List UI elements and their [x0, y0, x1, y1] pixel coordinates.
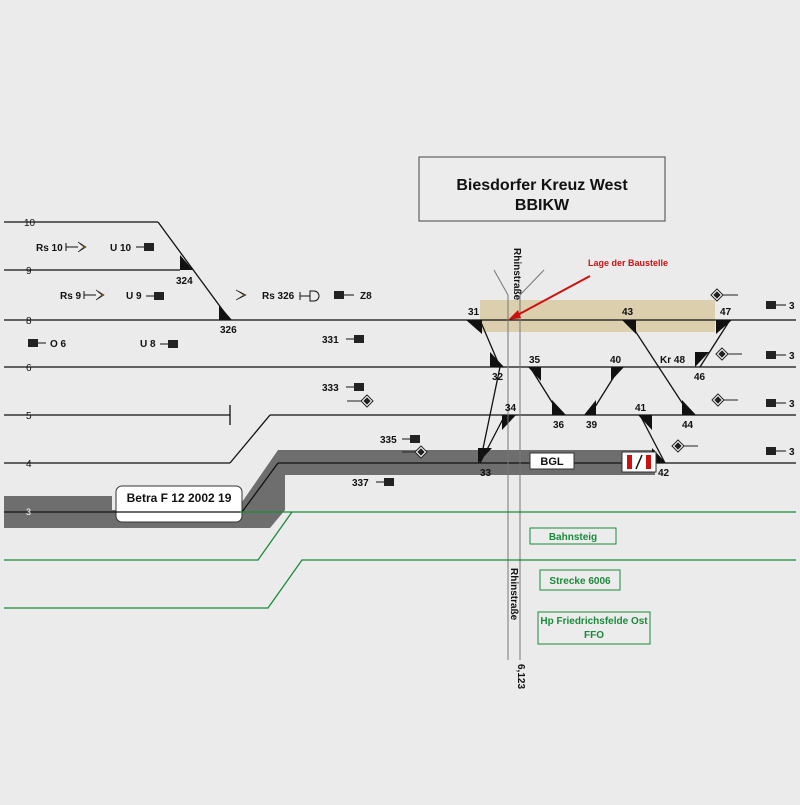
- diamond-44-icon: [711, 393, 738, 407]
- track-block-icon: [621, 451, 657, 473]
- switch-label-40: 40: [610, 355, 622, 366]
- switch-label-39: 39: [586, 420, 598, 431]
- signal-label-u9: U 9: [126, 291, 142, 302]
- strecke-box: Strecke 6006: [539, 569, 621, 591]
- track-label-6: 6: [26, 363, 32, 374]
- hp-label-line2: FFO: [584, 630, 604, 641]
- crossover-43-44: [627, 319, 691, 416]
- signal-label-u8: U 8: [140, 339, 156, 350]
- diamond-47-icon: [710, 288, 738, 302]
- hp-label-line1: Hp Friedrichsfelde Ost: [540, 616, 648, 627]
- betra-label: Betra F 12 2002 19: [127, 491, 232, 505]
- track-label-10: 10: [24, 218, 36, 229]
- s331-signal-icon: [346, 335, 364, 343]
- switch-label-44: 44: [682, 420, 694, 431]
- rs326-signal-icon: [235, 289, 247, 301]
- signal-label-rs10: Rs 10: [36, 243, 63, 254]
- s335-signal-icon: [402, 435, 420, 443]
- rs10-signal-icon: [65, 241, 87, 253]
- switch-label-43: 43: [622, 307, 634, 318]
- bgl-box: BGL: [529, 452, 575, 470]
- track-label-9: 9: [26, 266, 32, 277]
- track-label-8: 8: [26, 316, 32, 327]
- switch-label-33: 33: [480, 468, 492, 479]
- right-signal-2-icon: [766, 351, 786, 359]
- s337-signal-icon: [376, 478, 394, 486]
- signal-label-333: 333: [322, 383, 339, 394]
- rs326-end-icon: [299, 290, 320, 302]
- street-lines: [493, 269, 545, 660]
- diamond-335-icon: [402, 445, 428, 459]
- title-box: Biesdorfer Kreuz West BBIKW: [418, 156, 666, 222]
- diamond-46-icon: [715, 347, 742, 361]
- right-signal-3-icon: [766, 399, 786, 407]
- signal-label-rs9: Rs 9: [60, 291, 82, 302]
- construction-label: Lage der Baustelle: [588, 258, 668, 268]
- switch-label-324: 324: [176, 276, 193, 287]
- rs9-signal-icon: [83, 289, 105, 301]
- switch-label-41: 41: [635, 403, 647, 414]
- diamond-333-icon: [347, 394, 374, 408]
- track-label-5: 5: [26, 411, 32, 422]
- track-5-connector: [229, 414, 271, 464]
- track-4-area: [240, 450, 655, 528]
- bgl-label: BGL: [540, 456, 564, 468]
- track-10-connector: [157, 221, 231, 321]
- bahnsteig-label: Bahnsteig: [549, 532, 597, 543]
- crossover-47-46: [699, 319, 731, 368]
- switch-label-46: 46: [694, 372, 706, 383]
- bahnsteig-box: Bahnsteig: [529, 527, 617, 545]
- switch-label-31: 31: [468, 307, 480, 318]
- track-label-4: 4: [26, 459, 32, 470]
- signal-boxes: [28, 243, 786, 486]
- switch-label-326: 326: [220, 325, 237, 336]
- u9-signal-icon: [146, 292, 164, 300]
- title-line1: Biesdorfer Kreuz West: [456, 177, 628, 194]
- signal-label-337: 337: [352, 478, 369, 489]
- signal-label-335: 335: [380, 435, 397, 446]
- diamond-signals: [347, 288, 742, 459]
- switch-label-32: 32: [492, 372, 504, 383]
- title-line2: BBIKW: [515, 197, 570, 214]
- km-label: 6,123: [515, 664, 526, 689]
- u8-signal-icon: [160, 340, 178, 348]
- right-edge-label-2: 3: [789, 351, 795, 362]
- street-label-bottom: Rhinstraße: [508, 568, 519, 621]
- crossover-41-42: [639, 414, 666, 464]
- strecke-label: Strecke 6006: [549, 576, 611, 587]
- switch-label-42: 42: [658, 468, 670, 479]
- switch-label-34: 34: [505, 403, 517, 414]
- crossover-32-33: [479, 366, 501, 464]
- signal-label-o6: O 6: [50, 339, 67, 350]
- switch-label-35: 35: [529, 355, 541, 366]
- track-label-3: 3: [26, 507, 31, 517]
- s333-signal-icon: [346, 383, 364, 391]
- hp-box: Hp Friedrichsfelde Ost FFO: [537, 611, 651, 645]
- green-lines: [4, 511, 796, 609]
- street-label-top: Rhinstraße: [511, 248, 522, 301]
- switch-triangles: [180, 255, 732, 463]
- switch-label-kr48: Kr 48: [660, 355, 685, 366]
- betra-box: Betra F 12 2002 19: [115, 485, 243, 523]
- track-4-connector: [241, 462, 279, 513]
- signal-label-z8: Z8: [360, 291, 372, 302]
- signal-label-rs326: Rs 326: [262, 291, 295, 302]
- signal-label-331: 331: [322, 335, 339, 346]
- o6-signal-icon: [28, 339, 46, 347]
- right-signal-4-icon: [766, 447, 786, 455]
- right-signal-1-icon: [766, 301, 786, 309]
- z8-signal-icon: [334, 291, 354, 299]
- construction-arrowhead: [508, 310, 521, 320]
- u10-signal-icon: [136, 243, 154, 251]
- signal-label-u10: U 10: [110, 243, 132, 254]
- right-edge-label-1: 3: [789, 301, 795, 312]
- switch-label-47: 47: [720, 307, 732, 318]
- construction-arrow: [511, 275, 591, 319]
- diamond-42-icon: [671, 439, 698, 453]
- right-edge-label-4: 3: [789, 447, 795, 458]
- right-edge-label-3: 3: [789, 399, 795, 410]
- switch-label-36: 36: [553, 420, 565, 431]
